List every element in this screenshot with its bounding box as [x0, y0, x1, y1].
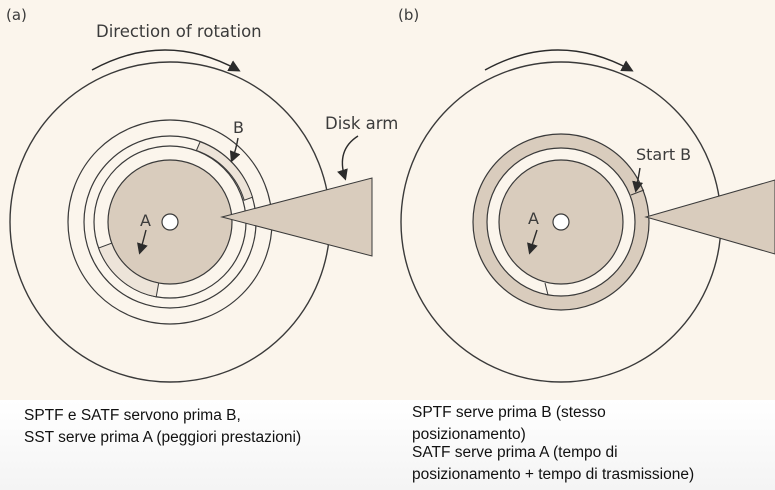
disk-arm-label: Disk arm: [325, 114, 399, 133]
caption-area: [0, 400, 775, 490]
caption-a-line-1: SPTF e SATF servono prima B,: [24, 407, 241, 424]
sector-a-label-a: A: [140, 211, 151, 230]
spindle-hole-a: [161, 213, 179, 231]
disk-b: [400, 49, 775, 383]
caption-b: SPTF serve prima B (stesso posizionament…: [412, 402, 694, 486]
caption-b-line-2: posizionamento): [412, 426, 526, 443]
sector-a-label-b: A: [528, 209, 539, 228]
pointer-disk-arm: [337, 135, 359, 181]
disk-diagrams: [9, 49, 775, 383]
disk-a: [9, 49, 373, 383]
caption-a: SPTF e SATF servono prima B, SST serve p…: [24, 405, 301, 449]
sector-b-label: B: [233, 118, 244, 137]
caption-b-line-3: SATF serve prima A (tempo di: [412, 444, 618, 461]
direction-of-rotation-label: Direction of rotation: [96, 22, 262, 41]
pointer-b-a: [229, 137, 241, 163]
caption-a-line-2: SST serve prima A (peggiori prestazioni): [24, 429, 302, 446]
caption-b-line-1: SPTF serve prima B (stesso: [412, 404, 606, 421]
panel-b-tag: (b): [398, 6, 420, 24]
disk-arm-b: [644, 179, 775, 255]
sector-a-region: [97, 242, 160, 298]
spindle-hole-b: [552, 213, 570, 231]
disk-scheduling-figure: (a) Direction of rotation B A Disk arm (…: [0, 0, 775, 400]
rotation-arrow-a: [91, 49, 241, 72]
caption-b-line-4: posizionamento + tempo di trasmissione): [412, 466, 695, 483]
panel-a-tag: (a): [6, 6, 27, 24]
disk-arm-a: [220, 177, 373, 257]
sector-b-region: [195, 141, 254, 201]
sector-a-marker-b: [544, 282, 549, 296]
rotation-arrow-b: [484, 49, 634, 72]
pointer-a-b: [527, 229, 538, 255]
start-b-label: Start B: [636, 145, 692, 164]
pointer-a-a: [137, 229, 148, 255]
pointer-start-b: [632, 167, 644, 193]
